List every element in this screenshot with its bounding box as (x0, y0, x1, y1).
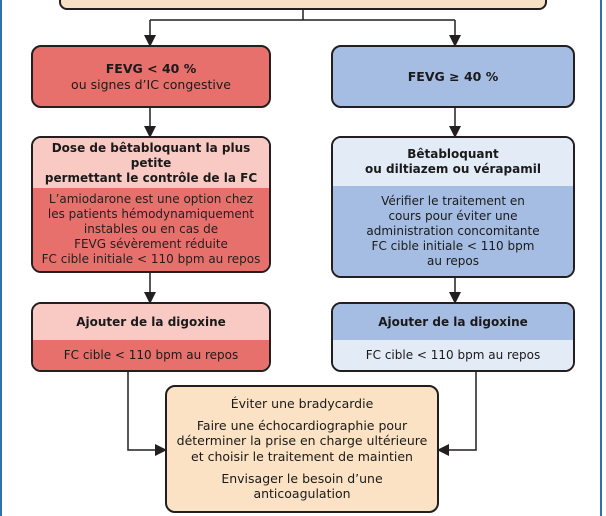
betablocker-low-body-line: L’amiodarone est une option chez (48, 192, 254, 206)
betablocker-high-box: Bêtabloquant ou diltiazem ou vérapamil V… (331, 136, 575, 278)
digoxine-high-box: Ajouter de la digoxine FC cible < 110 bp… (331, 302, 575, 372)
betablocker-low-box: Dose de bêtabloquant la plus petite perm… (31, 136, 271, 273)
fevg-high-title: FEVG ≥ 40 % (407, 68, 499, 84)
betablocker-high-body-line: cours pour éviter une (388, 208, 518, 223)
bradycardia-note: Éviter une bradycardie (230, 396, 374, 412)
betablocker-low-body-line: les patients hémodynamiquement (47, 207, 255, 221)
fevg-low-subtitle: ou signes d’IC congestive (71, 76, 231, 92)
digoxine-high-head: Ajouter de la digoxine (378, 314, 528, 329)
fevg-low-title: FEVG < 40 % (105, 60, 197, 76)
betablocker-low-body-line: FEVG sévèrement réduite (74, 237, 228, 251)
betablocker-low-body-line: instables ou en cas de (83, 222, 219, 236)
betablocker-low-head-line: permettant le contrôle de la FC (44, 170, 258, 185)
recommendations-box: Éviter une bradycardie Faire une échocar… (165, 385, 439, 513)
betablocker-high-head-line: Bêtabloquant (407, 147, 499, 161)
betablocker-high-body-line: au repos (426, 253, 480, 268)
arrow-l3-bottom (127, 372, 167, 456)
echocardiography-line: Faire une échocardiographie pour (196, 417, 408, 433)
digoxine-low-head: Ajouter de la digoxine (76, 314, 226, 329)
arrow-r3-bottom (437, 372, 477, 456)
betablocker-high-body-line: administration concomitante (366, 223, 540, 238)
fevg-low-box: FEVG < 40 % ou signes d’IC congestive (31, 45, 271, 108)
betablocker-low-head-line: Dose de bêtabloquant la plus petite (51, 140, 251, 170)
top-box (59, 0, 547, 10)
betablocker-high-head-line: ou diltiazem ou vérapamil (365, 162, 541, 176)
echocardiography-line: et choisir le traitement de maintien (191, 448, 413, 464)
betablocker-high-body-line: FC cible initiale < 110 bpm (371, 238, 535, 253)
betablocker-high-body-line: Vérifier le traitement en (381, 193, 525, 208)
fevg-high-box: FEVG ≥ 40 % (331, 45, 575, 108)
echocardiography-line: déterminer la prise en charge ultérieure (176, 433, 428, 449)
digoxine-high-body: FC cible < 110 bpm au repos (365, 347, 541, 362)
betablocker-low-body-line: FC cible initiale < 110 bpm au repos (41, 252, 261, 266)
echocardiography-note: Faire une échocardiographie pour détermi… (171, 418, 433, 465)
anticoagulation-note: Envisager le besoin d’une anticoagulatio… (221, 470, 383, 502)
digoxine-low-box: Ajouter de la digoxine FC cible < 110 bp… (31, 302, 271, 372)
digoxine-low-body: FC cible < 110 bpm au repos (63, 347, 239, 362)
